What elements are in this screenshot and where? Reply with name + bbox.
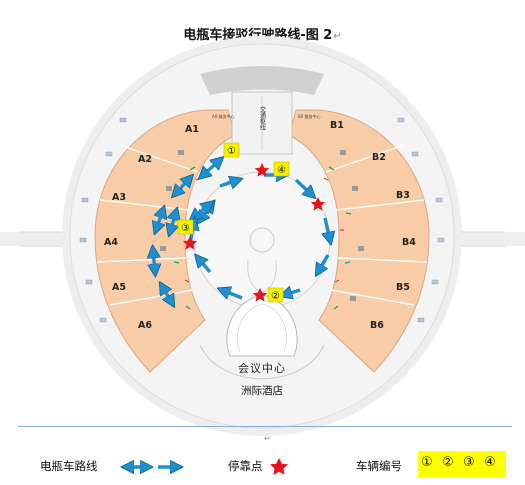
separator-line [18,426,512,427]
legend-car-number-4: ④ [484,455,496,470]
stop-star-2 [310,197,326,211]
hall-label-b3: B3 [396,190,410,201]
hall-label-b5: B5 [396,282,410,293]
hall-label-a4: A4 [104,237,118,248]
route-arrow-1 [202,160,220,176]
legend-stop-star [270,458,288,475]
entrance-gate [200,66,324,95]
car-number-badges: ① ④ ③ ② [177,142,290,303]
legend-car-numbers: ① ② ③ ④ [418,451,506,477]
service-label-a0: A0 服务中心 [212,113,235,119]
hall-label-b2: B2 [372,152,386,163]
legend-car-label: 车辆编号 [356,459,402,473]
hall-label-a2: A2 [138,154,152,165]
route-arrows [153,160,220,303]
hall-label-b4: B4 [402,237,416,248]
hall-block-b [288,109,430,373]
legend-route-label: 电瓶车路线 [40,459,98,473]
car-number-badge-1: ① [227,146,236,157]
hall-label-a3: A3 [112,192,126,203]
stop-star-3 [182,236,198,250]
car-number-badge-2: ② [271,291,280,302]
title-return-mark: ↵ [333,31,342,42]
legend-car-number-1: ① [421,455,433,470]
separator-return-mark: ↵ [264,434,271,443]
hall-label-a5: A5 [112,282,126,293]
legend-car-number-3: ③ [463,455,475,470]
legend-car-number-2: ② [442,455,454,470]
road-west [0,232,70,246]
car-number-badge-4: ④ [277,165,286,176]
stop-stars [182,163,326,302]
legend-stop-label: 停靠点 [228,459,263,473]
stop-star-4 [252,288,268,302]
hotel-label: 洲际酒店 [241,385,283,397]
road-east [455,232,525,246]
car-number-badge-3: ③ [181,223,190,234]
hall-label-b1: B1 [330,120,344,131]
hall-label-a6: A6 [138,320,152,331]
hall-label-b6: B6 [370,320,384,331]
conference-center-label: 会议中心 [238,362,286,375]
service-label-b0: B0 服务中心 [298,113,321,119]
stop-star-1 [254,163,270,177]
corridor-label: 交通枢纽 [259,105,266,130]
hall-label-a1: A1 [185,124,199,135]
